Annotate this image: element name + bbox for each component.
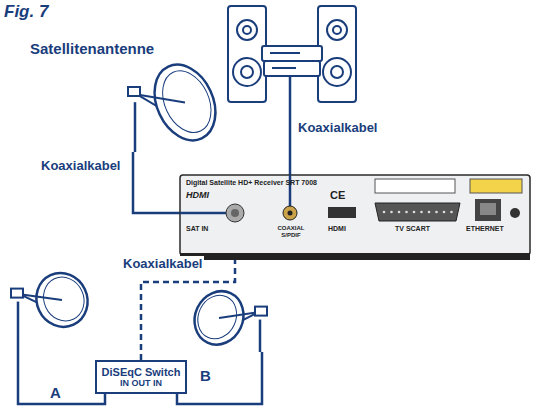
port-label: TV SCART <box>395 225 430 233</box>
satellite-dish: B <box>185 290 270 352</box>
node-outline <box>125 62 225 152</box>
port-label: SAT IN <box>186 225 208 233</box>
receiver-drawing <box>180 175 530 260</box>
coax-cable <box>289 76 292 175</box>
model-label: Digital Satellite HD+ Receiver SRT 7008 <box>186 179 317 187</box>
switch-name: DiSEqC Switch <box>102 366 181 379</box>
satellite-dish: A <box>8 272 98 334</box>
port-label: ETHERNET <box>466 225 504 233</box>
port-label: HDMI <box>328 225 346 233</box>
dish-drawing <box>186 283 267 353</box>
coax-cable <box>177 352 262 404</box>
dish-drawing <box>128 55 227 152</box>
coax-cable <box>18 334 105 404</box>
cable-label: Koaxialkabel <box>297 120 379 135</box>
cable-label: Koaxialkabel <box>40 158 122 173</box>
logo-label: HDMI <box>186 190 209 200</box>
dish-letter: A <box>50 384 61 401</box>
satellite-dish: Satellitenantenne <box>125 62 225 152</box>
node-outline <box>8 272 98 334</box>
mark-label: CE <box>330 189 345 202</box>
stereo <box>228 6 356 102</box>
diseqc-switch: DiSEqC SwitchIN OUT IN <box>95 360 187 394</box>
figure-title: Fig. 7 <box>4 2 48 22</box>
port-label: COAXIAL S/PDIF <box>272 225 310 239</box>
coax-cable <box>133 152 180 213</box>
node-outline <box>180 175 530 260</box>
node-outline <box>185 290 270 352</box>
dish-drawing <box>11 265 96 336</box>
dish-letter: B <box>200 367 211 384</box>
receiver: Digital Satellite HD+ Receiver SRT 7008H… <box>180 175 530 260</box>
cable-label: Koaxialkabel <box>122 256 204 271</box>
port-label: IN OUT IN <box>120 378 162 388</box>
antenna-label: Satellitenantenne <box>30 40 154 57</box>
